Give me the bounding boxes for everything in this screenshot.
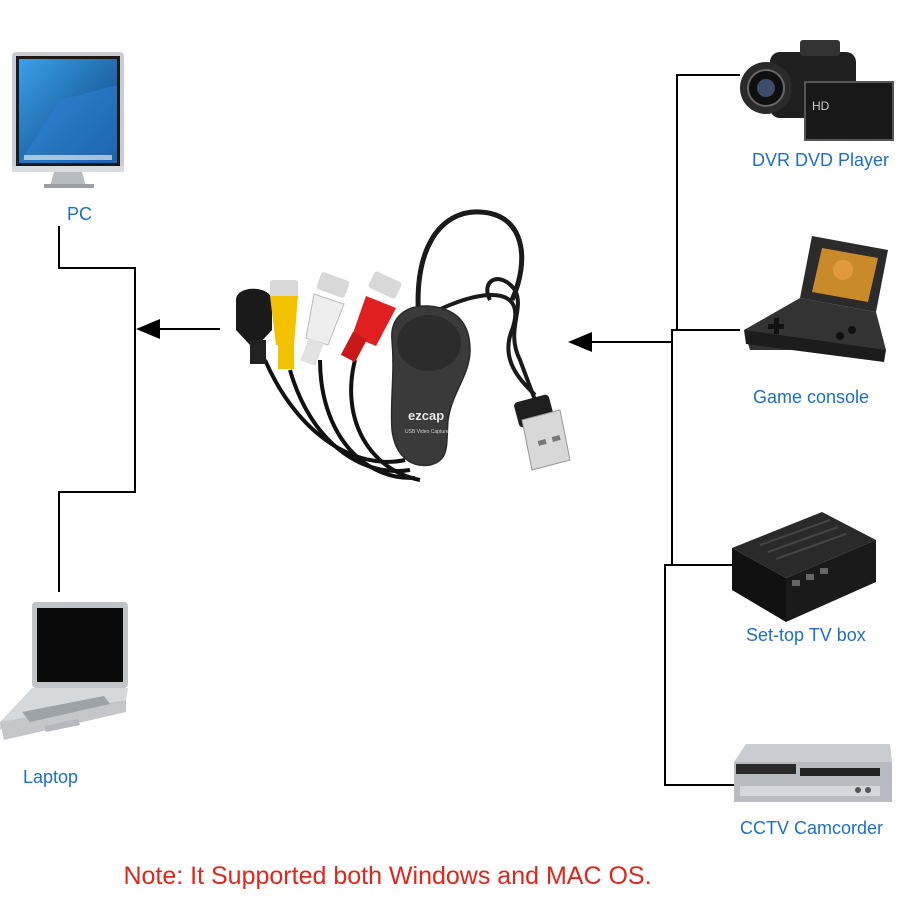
device-label-game-console: Game console bbox=[753, 387, 870, 407]
yellow-rca-connector bbox=[270, 280, 298, 369]
svg-text:HD: HD bbox=[812, 99, 830, 113]
game-console-icon bbox=[744, 236, 888, 362]
settop-box-icon bbox=[732, 512, 876, 622]
device-model-text: USB Video Capture bbox=[405, 429, 449, 435]
device-label-dvr-dvd-player: DVR DVD Player bbox=[752, 150, 890, 170]
laptop-icon bbox=[0, 602, 128, 740]
right-connector-lines bbox=[568, 74, 740, 786]
svideo-connector bbox=[236, 288, 272, 364]
left-connector-lines bbox=[58, 226, 220, 592]
device-brand-text: ezcap bbox=[408, 408, 444, 423]
camcorder-icon: HD bbox=[740, 40, 894, 141]
device-label-pc: PC bbox=[67, 204, 93, 224]
red-rca-connector bbox=[340, 271, 402, 363]
device-label-settop-box: Set-top TV box bbox=[746, 625, 866, 645]
device-label-cctv-camcorder: CCTV Camcorder bbox=[740, 818, 884, 838]
usb-capture-device: ezcap USB Video Capture bbox=[263, 209, 571, 482]
compatibility-note: Note: It Supported both Windows and MAC … bbox=[123, 862, 652, 890]
device-label-laptop: Laptop bbox=[23, 767, 79, 787]
dvd-recorder-icon bbox=[734, 744, 892, 802]
white-rca-connector bbox=[300, 272, 350, 367]
pc-monitor-icon bbox=[12, 52, 124, 188]
